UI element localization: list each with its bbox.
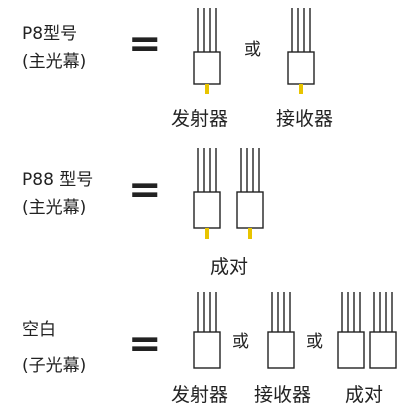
row1-caption-emitter: 发射器 bbox=[171, 108, 229, 130]
row1-equals-sign: = bbox=[128, 21, 162, 67]
row3-connector-or-1: 或 bbox=[232, 332, 249, 352]
row1-receiver-lead bbox=[299, 84, 303, 94]
row3-caption-receiver: 接收器 bbox=[254, 384, 312, 406]
row3-caption-pair: 成对 bbox=[345, 384, 384, 406]
row2-pair-lead-left bbox=[205, 228, 209, 239]
row3-label-type: (子光幕) bbox=[22, 356, 87, 376]
row3-label-blank: 空白 bbox=[22, 320, 56, 340]
row2-label-model: P88 型号 bbox=[22, 170, 94, 190]
row2-pair-connector-right bbox=[236, 148, 264, 229]
row1-label-model: P8型号 bbox=[22, 24, 78, 44]
row1-receiver-connector bbox=[287, 8, 315, 85]
row3-connector-or-2: 或 bbox=[306, 332, 323, 352]
row2-pair-lead-right bbox=[248, 228, 252, 239]
row2-equals-sign: = bbox=[128, 167, 162, 213]
row3-caption-emitter: 发射器 bbox=[171, 384, 229, 406]
row2-label-type: (主光幕) bbox=[22, 198, 87, 218]
row1-emitter-connector bbox=[193, 8, 221, 85]
row1-connector-or: 或 bbox=[244, 40, 261, 60]
row1-emitter-lead bbox=[205, 84, 209, 94]
row1-label-type: (主光幕) bbox=[22, 52, 87, 72]
row3-pair-connector-right bbox=[369, 292, 397, 369]
row3-pair-connector-left bbox=[337, 292, 365, 369]
row1-caption-receiver: 接收器 bbox=[276, 108, 334, 130]
row3-emitter-connector bbox=[193, 292, 221, 369]
row3-equals-sign: = bbox=[128, 321, 162, 367]
row3-receiver-connector bbox=[267, 292, 295, 369]
row2-pair-connector-left bbox=[193, 148, 221, 229]
row2-caption-pair: 成对 bbox=[210, 256, 249, 278]
